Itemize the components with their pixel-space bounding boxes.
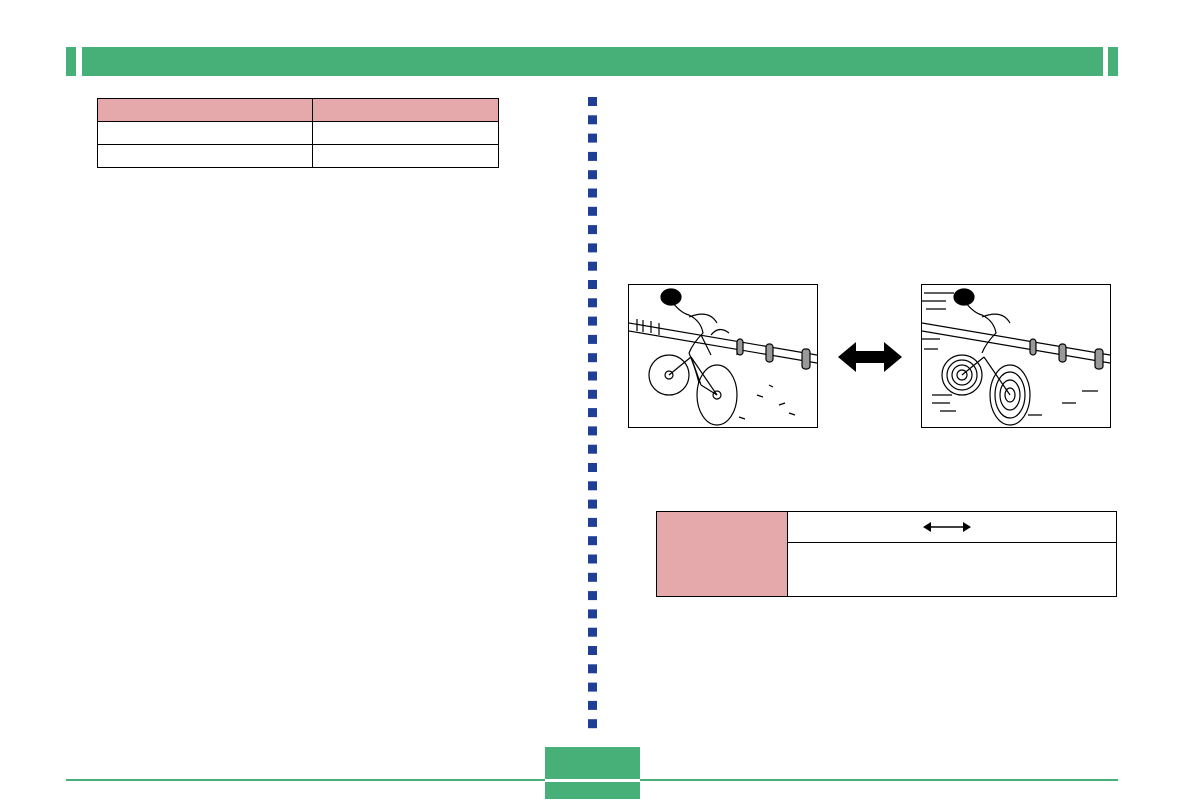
divider-square: [588, 170, 597, 180]
double-arrow-icon: [838, 342, 902, 372]
table-header-cell-2: [312, 98, 499, 122]
table-cell: [97, 144, 313, 168]
cyclist-sharp-icon: [629, 288, 817, 426]
divider-square: [588, 188, 597, 198]
divider-square: [588, 133, 597, 143]
mode-row-1: [788, 512, 1116, 543]
page-number-tab: [545, 747, 640, 799]
divider-square: [588, 646, 597, 655]
mode-info-box: [656, 511, 1117, 597]
divider-square: [588, 609, 597, 619]
divider-square: [588, 97, 597, 106]
divider-square: [588, 554, 597, 564]
divider-square: [588, 517, 597, 527]
divider-square: [588, 389, 597, 399]
divider-square: [588, 206, 597, 216]
divider-square: [588, 481, 597, 491]
table-header-cell-1: [97, 98, 313, 122]
mode-label-cell: [657, 512, 788, 596]
cyclist-photo-sharp: [628, 284, 818, 428]
divider-square: [588, 499, 597, 509]
divider-square: [588, 719, 597, 729]
divider-square: [588, 700, 597, 710]
divider-square: [588, 316, 597, 326]
divider-square: [588, 536, 597, 546]
header-right-tab: [1108, 47, 1118, 76]
divider-square: [588, 280, 597, 289]
header-bar: [82, 47, 1103, 76]
cyclist-photo-blur: [921, 284, 1111, 428]
header-left-tab: [66, 47, 76, 76]
divider-square: [588, 151, 597, 161]
divider-square: [588, 298, 597, 308]
divider-square: [588, 426, 597, 436]
divider-square: [588, 225, 597, 235]
divider-square: [588, 444, 597, 454]
cyclist-blur-icon: [922, 288, 1110, 426]
column-divider: [588, 97, 597, 729]
page-tab-gap: [545, 779, 640, 782]
small-double-arrow-icon: [923, 522, 971, 532]
divider-square: [588, 334, 597, 344]
divider-square: [588, 353, 597, 363]
divider-square: [588, 572, 597, 582]
divider-square: [588, 627, 597, 637]
divider-square: [588, 115, 597, 125]
table-row: [97, 144, 499, 168]
table-cell: [312, 121, 499, 145]
divider-square: [588, 591, 597, 601]
divider-square: [588, 682, 597, 692]
divider-square: [588, 408, 597, 418]
settings-table: [97, 98, 499, 168]
divider-square: [588, 664, 597, 674]
table-header-row: [97, 98, 499, 122]
divider-square: [588, 371, 597, 381]
table-row: [97, 121, 499, 145]
divider-square: [588, 463, 597, 472]
table-cell: [312, 144, 499, 168]
divider-square: [588, 261, 597, 271]
table-cell: [97, 121, 313, 145]
divider-square: [588, 243, 597, 253]
